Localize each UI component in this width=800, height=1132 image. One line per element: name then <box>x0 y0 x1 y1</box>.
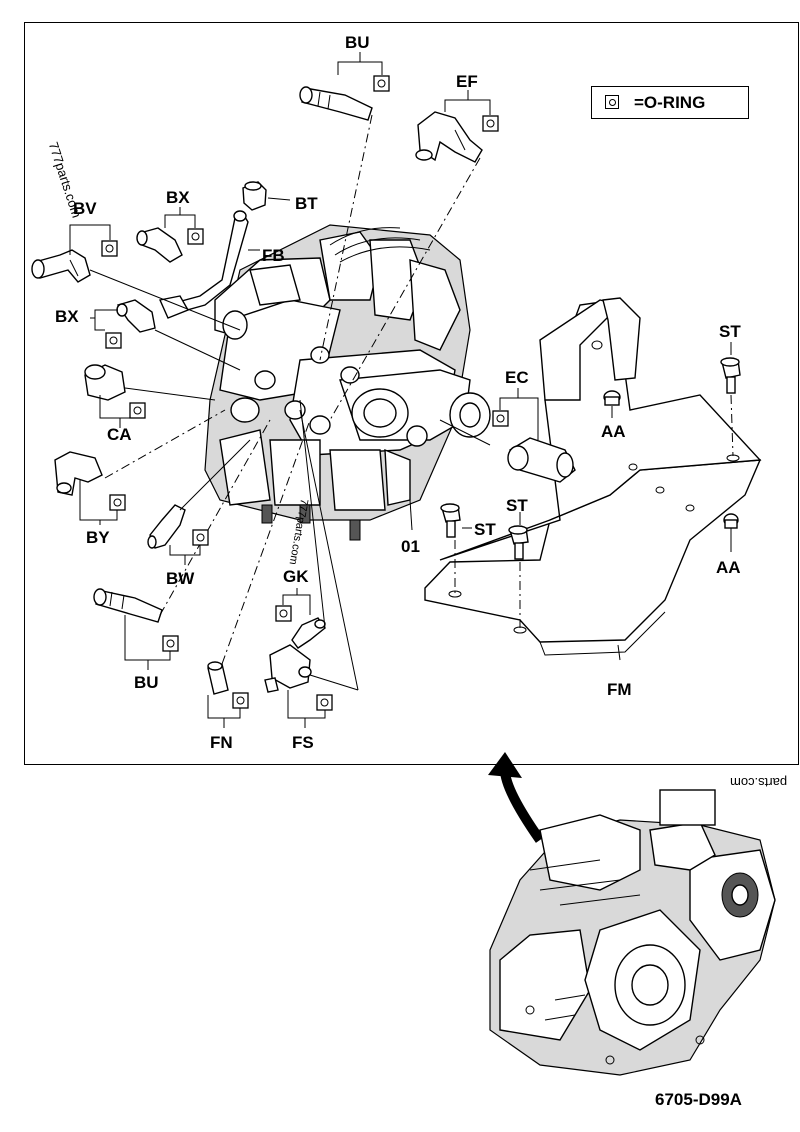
assembly-lines <box>89 114 734 691</box>
arrow-up-icon <box>488 752 522 778</box>
fitting-bv-elbow <box>31 249 91 283</box>
label-ef: EF <box>456 72 478 91</box>
bolt-st-mid1 <box>440 503 461 538</box>
bolt-st-mid2 <box>508 525 529 560</box>
fitting-fn <box>207 661 229 695</box>
label-st-mid2: ST <box>506 496 528 515</box>
label-bx-top: BX <box>166 188 190 207</box>
figure-id: 6705-D99A <box>655 1090 742 1109</box>
bolt-st-right <box>720 357 741 394</box>
fitting-ca <box>84 364 126 401</box>
fitting-fs <box>264 644 312 693</box>
label-ec: EC <box>505 368 529 387</box>
label-bw: BW <box>166 569 195 588</box>
fitting-by-elbow <box>54 451 103 496</box>
fitting-ef-elbow <box>415 111 483 163</box>
fitting-bu-bottom <box>93 588 163 623</box>
label-aa-upper: AA <box>601 422 626 441</box>
label-gk: GK <box>283 567 309 586</box>
fitting-ec <box>507 437 576 483</box>
label-by: BY <box>86 528 110 547</box>
o-ring-legend: =O-RING <box>591 86 749 119</box>
legend-text: =O-RING <box>634 93 706 112</box>
fitting-bx-top <box>136 227 183 263</box>
bracket-fm <box>424 297 762 656</box>
label-bx-mid: BX <box>55 307 79 326</box>
transmission-locator-view <box>488 752 776 1076</box>
callout-brackets <box>69 52 732 728</box>
label-01: 01 <box>401 537 420 556</box>
label-fn: FN <box>210 733 233 752</box>
label-st-right: ST <box>719 322 741 341</box>
label-bu-top: BU <box>345 33 370 52</box>
label-st-mid1: ST <box>474 520 496 539</box>
watermark-bottom-right: parts.com <box>730 775 788 790</box>
o-ring-icon <box>605 95 619 109</box>
label-bv: BV <box>73 199 97 218</box>
fitting-bu-top <box>299 86 373 121</box>
fitting-bw <box>147 504 186 549</box>
fitting-gk <box>291 617 326 649</box>
valve-body-assembly <box>204 224 491 541</box>
label-fb: FB <box>262 246 285 265</box>
label-fm: FM <box>607 680 632 699</box>
label-bu-bottom: BU <box>134 673 159 692</box>
fitting-bt-plug <box>242 181 267 211</box>
part-labels: BU EF BV BX BT FB BX ST EC CA AA BY ST S… <box>55 33 741 752</box>
label-aa-lower: AA <box>716 558 741 577</box>
fitting-fb-tube <box>159 210 249 319</box>
label-ca: CA <box>107 425 132 444</box>
dowel-aa-lower <box>723 513 739 529</box>
fitting-bx-mid <box>116 299 156 333</box>
label-bt: BT <box>295 194 318 213</box>
diagram-frame <box>24 22 799 765</box>
dowel-aa-upper <box>603 390 621 406</box>
label-fs: FS <box>292 733 314 752</box>
